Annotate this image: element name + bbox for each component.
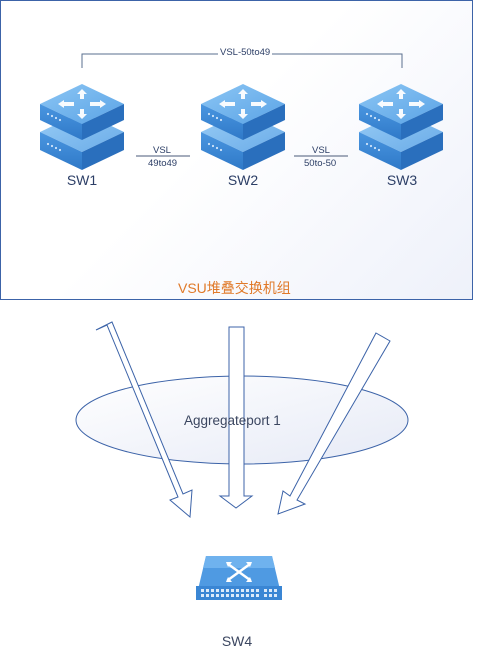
vsl-2-3-label-line2: 50to-50 bbox=[304, 158, 337, 169]
sw2-label: SW2 bbox=[227, 172, 259, 188]
uplink-arrows bbox=[95, 321, 391, 519]
arrow-from-sw3 bbox=[277, 332, 391, 515]
switch-sw2-icon bbox=[201, 84, 285, 170]
arrow-from-sw1 bbox=[95, 321, 193, 519]
vsl-1-2-label-line2: 49to49 bbox=[148, 158, 178, 169]
aggregate-port-label: Aggregateport 1 bbox=[184, 413, 281, 428]
switch-sw4-icon bbox=[196, 556, 282, 600]
switch-sw3-icon bbox=[359, 84, 443, 170]
vsl-1-2-label-line1: VSL bbox=[153, 145, 171, 156]
sw1-label: SW1 bbox=[66, 172, 98, 188]
vsu-group-label: VSU堆叠交换机组 bbox=[178, 280, 291, 296]
sw3-label: SW3 bbox=[386, 172, 418, 188]
arrow-from-sw2 bbox=[218, 326, 254, 509]
switch-sw1-icon bbox=[40, 84, 124, 170]
vsl-2-3-label-line1: VSL bbox=[312, 145, 330, 156]
vsl-top-label: VSL-50to49 bbox=[218, 47, 273, 58]
sw4-label: SW4 bbox=[221, 633, 253, 649]
